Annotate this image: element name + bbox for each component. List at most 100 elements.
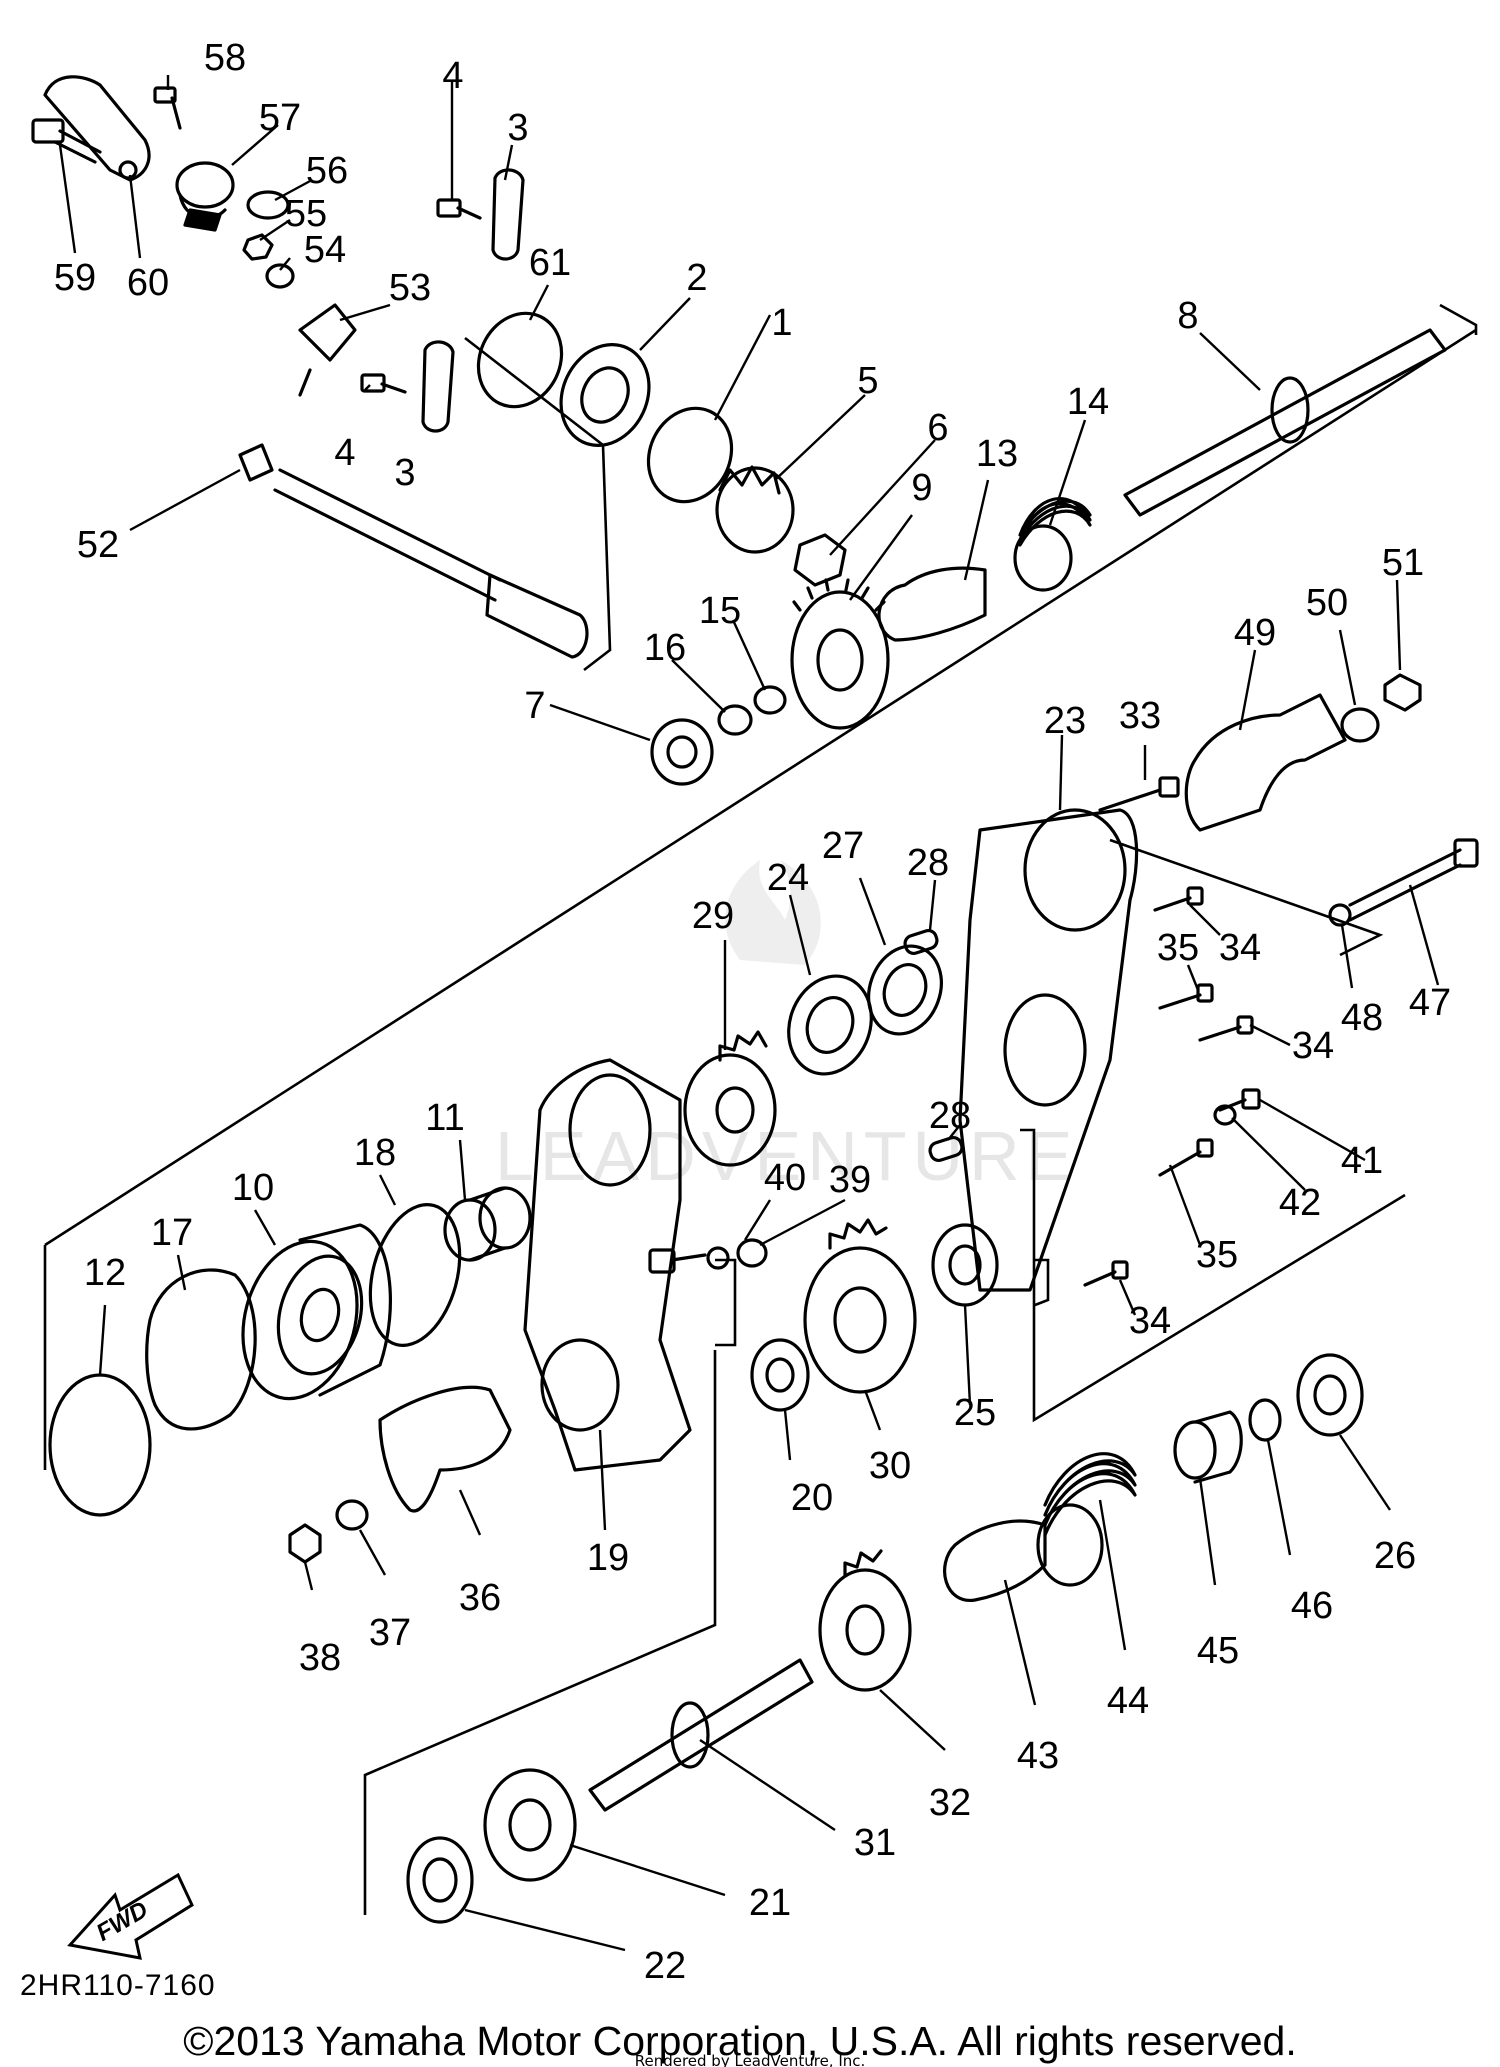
callouts: 58 57 56 55 54 53 59 60 4 3 61 2 1 5 6 8… [54,37,1451,1987]
bolt-47 [1348,838,1479,922]
gear-32 [818,1549,912,1692]
clutch-43 [943,1519,1047,1602]
callout-43: 43 [1017,1735,1059,1777]
diagram-code: 2HR110-7160 [20,1969,216,2002]
callout-18: 18 [354,1132,396,1174]
callout-54: 54 [304,229,346,271]
gasket-17 [145,1268,257,1431]
parts [31,75,1479,1924]
bolt-35-b [1158,1138,1214,1177]
clutch-13 [877,566,987,642]
bearing-24 [787,974,873,1076]
washer-15 [753,685,787,715]
callout-27: 27 [822,825,864,867]
callout-44: 44 [1107,1680,1149,1722]
callout-24: 24 [767,857,809,899]
callout-52: 52 [77,524,119,566]
washer-50 [1340,707,1380,743]
callout-57: 57 [259,97,301,139]
callout-21: 21 [749,1882,791,1924]
callout-35-b: 35 [1196,1234,1238,1276]
callout-38: 38 [299,1637,341,1679]
callout-48: 48 [1341,997,1383,1039]
fwd-arrow: FWD [67,1872,194,1960]
callout-16: 16 [644,627,686,669]
callout-28-lower: 28 [929,1095,971,1137]
callout-29: 29 [692,895,734,937]
callout-22: 22 [644,1945,686,1987]
callout-28-upper: 28 [907,842,949,884]
dowel-28-b [928,1135,964,1163]
gear-29 [683,1030,777,1167]
nut-38 [288,1523,322,1564]
leader-lines [58,75,1440,1952]
seal-22 [406,1836,474,1924]
bearing-26 [1296,1353,1364,1437]
callout-37: 37 [369,1612,411,1654]
callout-12: 12 [84,1252,126,1294]
bolt-34-b [1198,1015,1254,1042]
bearing-21 [483,1768,577,1882]
bolt-4-lower [360,373,407,394]
callout-56: 56 [306,150,348,192]
gear-5 [715,465,795,554]
callout-61: 61 [529,242,571,284]
callout-34-a: 34 [1219,927,1261,969]
bolt-59 [31,118,102,164]
lever-53 [298,303,357,397]
plate-3-lower [421,340,455,433]
callout-55: 55 [285,193,327,235]
seal-27 [867,944,943,1036]
callout-47: 47 [1409,982,1451,1024]
housing-10 [241,1223,392,1401]
shift-arm-60 [43,75,151,182]
gear-case-19 [523,1058,692,1472]
dowel-28-a [903,928,939,956]
spring-14 [1013,497,1092,592]
callout-5: 5 [857,360,878,402]
callout-34-b: 34 [1292,1025,1334,1067]
bearing-7 [650,718,714,786]
yoke-49 [1184,693,1347,832]
callout-13: 13 [976,433,1018,475]
callout-4-lower: 4 [334,432,355,474]
callout-26: 26 [1374,1535,1416,1577]
bolt-4-upper [436,198,482,220]
callout-19: 19 [587,1537,629,1579]
callout-39: 39 [829,1159,871,1201]
nut-6 [793,533,847,587]
callout-42: 42 [1279,1182,1321,1224]
bolt-35-a [1158,983,1214,1010]
bolt-41 [1218,1088,1261,1112]
switch-57 [175,161,235,232]
ring-gear-9 [790,578,890,730]
callout-30: 30 [869,1445,911,1487]
shim-1 [646,406,734,504]
callout-59: 59 [54,257,96,299]
washer-37 [335,1499,369,1531]
callout-3-lower: 3 [394,452,415,494]
callout-6: 6 [927,407,948,449]
nut-55 [242,233,274,261]
callout-20: 20 [791,1477,833,1519]
watermark-text: LEADVENTURE [495,1117,1078,1195]
washer-39 [736,1238,768,1268]
callout-1: 1 [771,302,792,344]
callout-45: 45 [1197,1630,1239,1672]
bearing-25 [931,1223,999,1307]
callout-50: 50 [1306,582,1348,624]
drive-shaft [238,443,589,659]
group-lines [43,303,1478,1915]
bearing-2 [559,343,651,447]
washer-48 [1328,903,1352,927]
callout-49: 49 [1234,612,1276,654]
gear-30 [803,1218,917,1394]
washer-54 [265,263,295,289]
callout-17: 17 [151,1212,193,1254]
callout-40: 40 [764,1157,806,1199]
callout-60: 60 [127,262,169,304]
callout-31: 31 [854,1822,896,1864]
o-ring-12 [48,1373,152,1517]
callout-2: 2 [686,257,707,299]
